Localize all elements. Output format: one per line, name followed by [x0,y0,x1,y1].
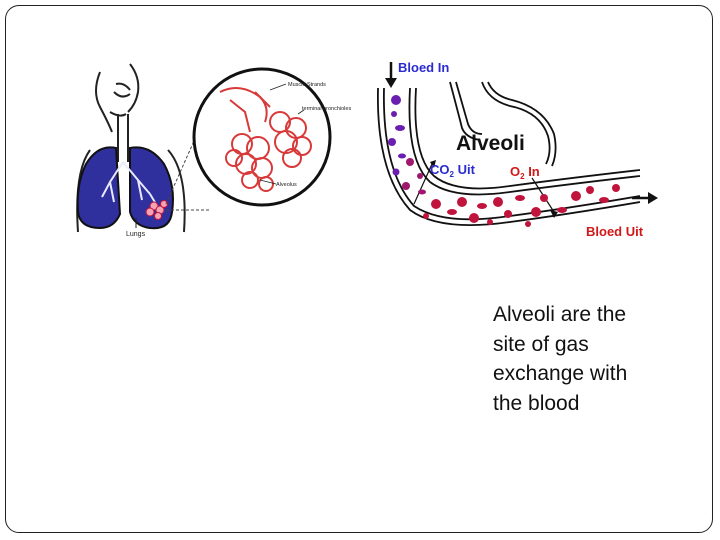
magnifier-leaders [165,131,210,211]
lungs-label: Lungs [126,231,146,238]
alveolus-label: Alveolus [276,182,297,188]
deoxygenated-cells [388,95,406,176]
terminal-bronchioles-label: terminal bronchioles [302,106,351,112]
trachea [113,91,131,162]
oxygenated-cells [423,184,620,227]
caption-text: Alveoli are the site of gas exchange wit… [493,300,653,418]
caption-term: Alveoli [493,303,555,326]
gas-exchange-illustration: Bloed In Alveoli CO2 Uit O2 In [377,60,658,239]
alveoli-title: Alveoli [456,132,525,155]
co2-arrow [413,160,436,205]
lungs-illustration: Lungs Muscle Strands terminal bronchiole… [76,63,351,238]
magnifier-label-lines [259,83,305,185]
caption-rest: are the site of gas exchange with the bl… [493,303,628,415]
mixed-cells [402,158,426,195]
blood-in-label: Bloed In [398,60,449,75]
slide-frame [5,5,713,533]
o2-label: O2 In [510,164,540,181]
muscle-strands-label: Muscle Strands [288,82,326,88]
capillary-walls [377,87,641,226]
co2-label: CO2 Uit [430,162,476,179]
alveolus-sac-walls [449,81,557,167]
alveoli-cluster-small [145,200,168,220]
left-lung [76,146,122,230]
blood-in-arrow [385,62,397,88]
alveoli-cluster-large [219,87,312,192]
blood-out-label: Bloed Uit [586,224,644,239]
bronchi [101,161,157,205]
blood-out-arrow [632,192,658,204]
